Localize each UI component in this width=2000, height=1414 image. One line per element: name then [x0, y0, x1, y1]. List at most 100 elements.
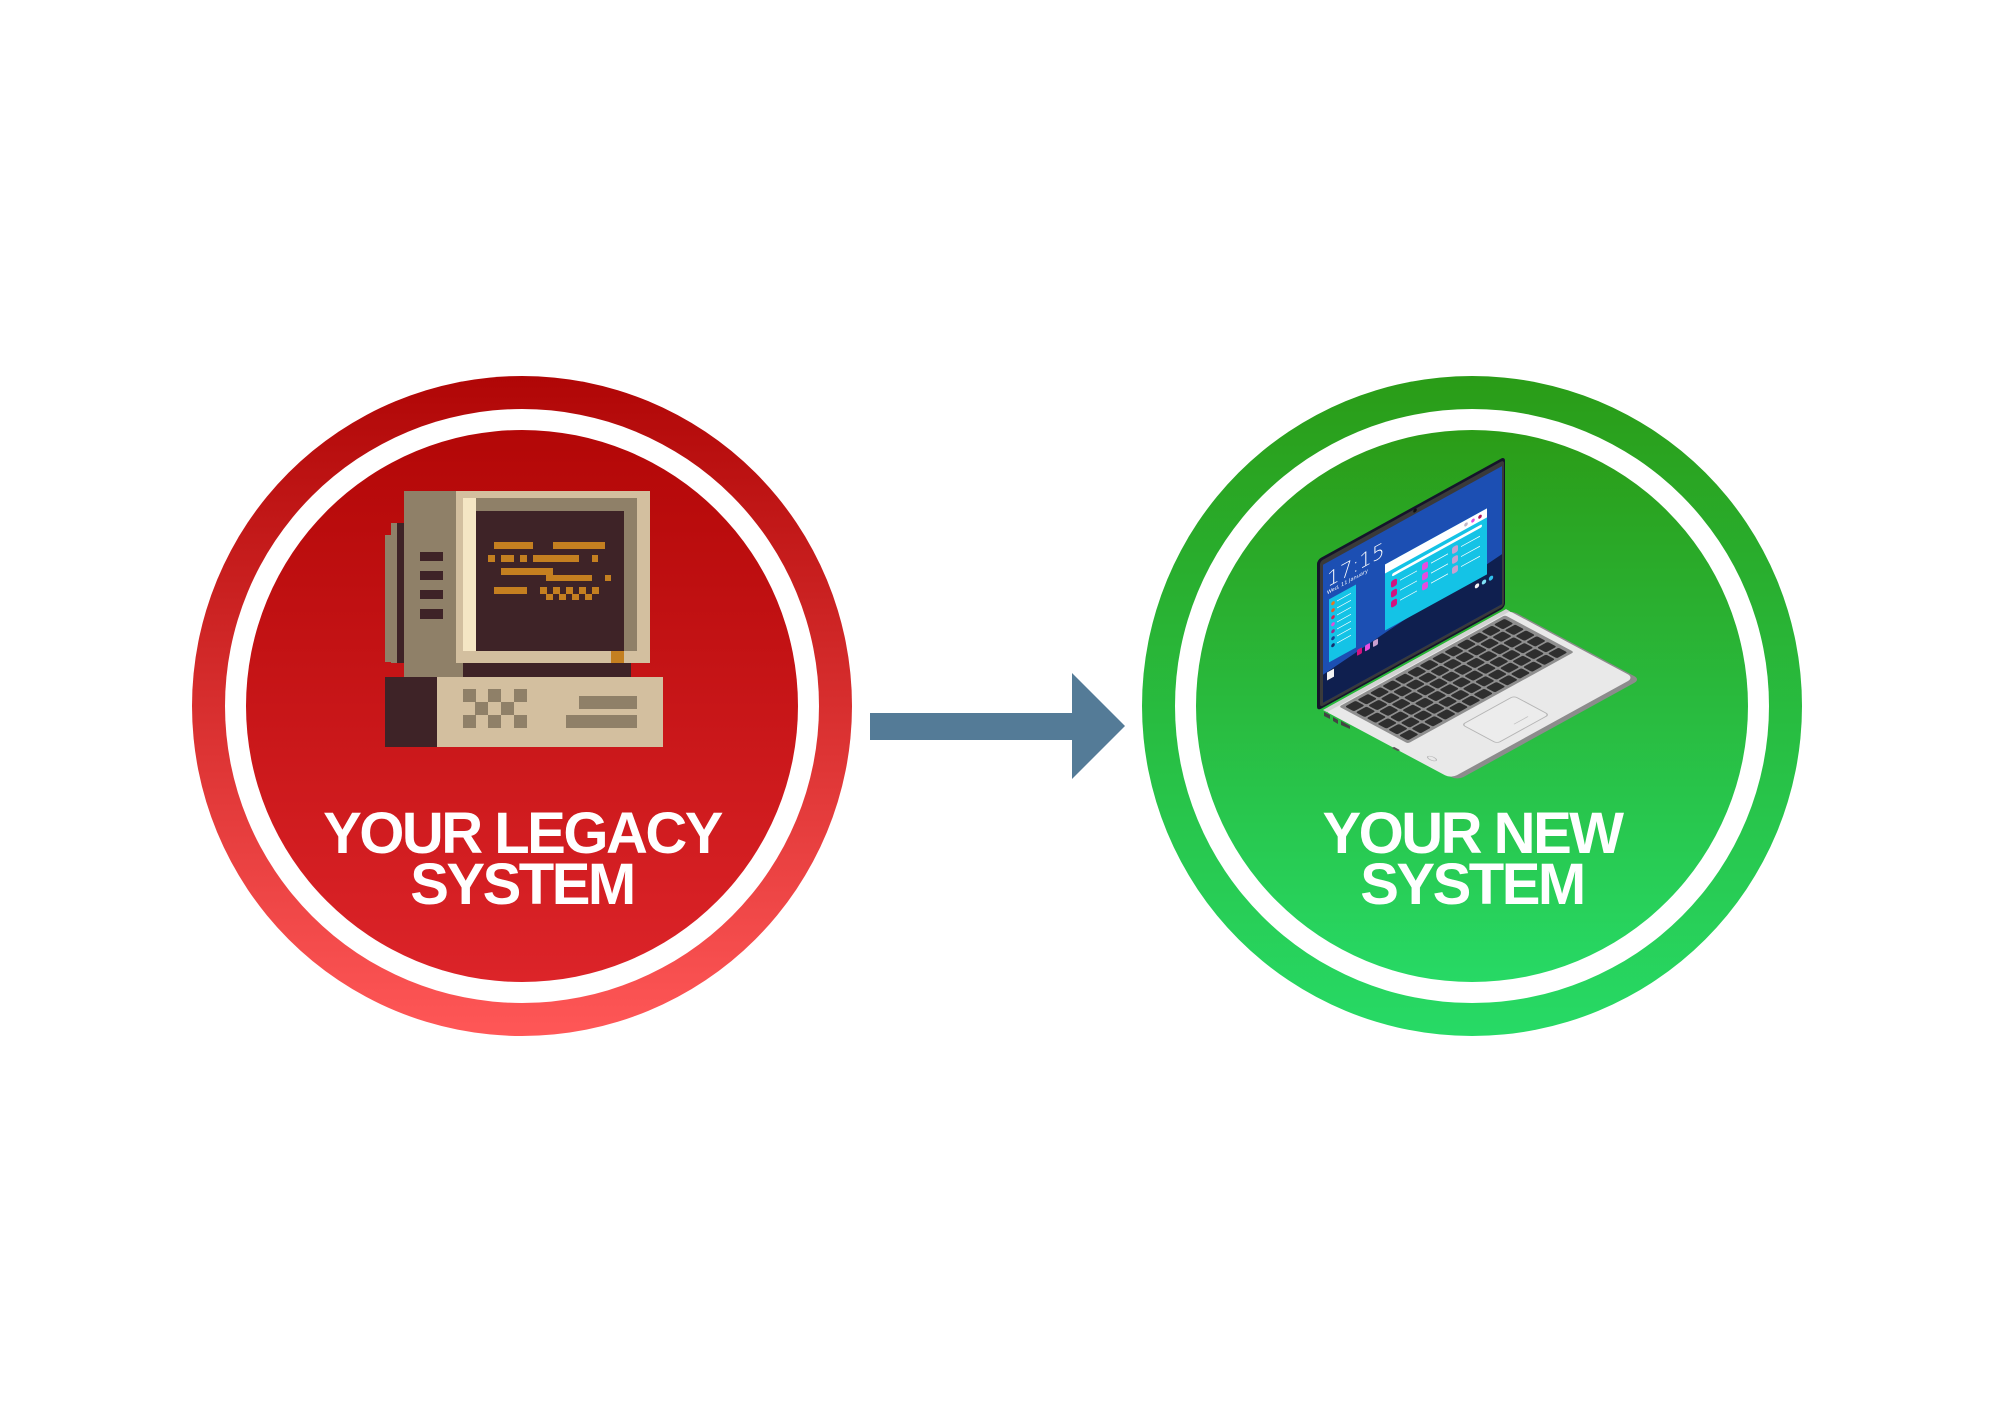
keyboard-key: [1494, 619, 1513, 629]
keyboard-key: [1468, 645, 1487, 656]
keyboard-key: [1393, 686, 1412, 697]
keyboard-key: [1536, 654, 1555, 665]
keyboard-key: [1431, 665, 1449, 676]
keyboard-key: [1511, 668, 1530, 679]
keyboard-key: [1383, 680, 1401, 691]
keyboard-key: [1503, 637, 1522, 648]
modern-laptop-icon: 17:15 Wed, 11 January: [1317, 458, 1637, 779]
terminal-text-glyphs: [488, 542, 611, 600]
keyboard-key: [1513, 655, 1531, 666]
keyboard-key: [1480, 638, 1499, 649]
keyboard-key: [1525, 649, 1544, 659]
keyboard-key: [1466, 658, 1485, 668]
dock-icon-2: [1365, 643, 1370, 652]
legacy-system-label-line1: YOUR LEGACY: [323, 801, 723, 866]
keyboard-key: [1432, 653, 1451, 664]
keyboard-key: [1379, 705, 1398, 716]
new-system-label-line1: YOUR NEW: [1323, 801, 1625, 866]
keyboard-key: [1482, 626, 1501, 636]
keyboard-key: [1399, 730, 1418, 740]
keyboard-key: [1356, 706, 1375, 717]
keyboard-key: [1418, 672, 1437, 683]
keyboard-key: [1463, 683, 1482, 694]
keyboard-key: [1488, 669, 1507, 680]
keyboard-key: [1389, 724, 1407, 735]
arrow-right-icon: [870, 673, 1125, 779]
keyboard-key: [1406, 679, 1425, 690]
keyboard-key: [1345, 701, 1364, 711]
keyboard-key: [1516, 630, 1535, 641]
keyboard-key: [1465, 670, 1483, 681]
keyboard-key: [1548, 648, 1567, 658]
keyboard-key: [1493, 631, 1511, 642]
screen-widget-list: [1329, 584, 1356, 663]
keyboard-key: [1469, 632, 1488, 643]
keyboard-key: [1392, 699, 1411, 709]
keyboard-key: [1451, 690, 1469, 700]
keyboard-key: [1407, 667, 1426, 677]
keyboard-key: [1415, 698, 1434, 708]
keyboard-key: [1474, 689, 1493, 699]
keyboard-key: [1404, 692, 1423, 702]
legacy-system-label-line2: SYSTEM: [410, 852, 634, 917]
keyboard-key: [1441, 671, 1460, 682]
keyboard-key: [1502, 650, 1521, 660]
keyboard-key: [1527, 636, 1545, 647]
keyboard-key: [1452, 677, 1471, 688]
keyboard-key: [1420, 660, 1439, 670]
screen-app-rows: [1391, 535, 1480, 608]
keyboard-key: [1395, 673, 1414, 684]
keyboard-key: [1500, 662, 1519, 673]
dock-icon-3: [1373, 638, 1378, 647]
keyboard-key: [1457, 639, 1476, 650]
legacy-system-node: YOUR LEGACY SYSTEM: [192, 376, 852, 1036]
dock-icon-1: [1357, 647, 1362, 656]
keyboard-key: [1454, 664, 1473, 675]
keyboard-key: [1429, 678, 1448, 689]
laptop-screen: 17:15 Wed, 11 January: [1317, 458, 1505, 710]
keyboard-key: [1381, 693, 1400, 704]
keyboard-key: [1358, 694, 1377, 705]
screen-start-button: [1327, 668, 1334, 681]
keyboard-key: [1413, 710, 1432, 721]
keyboard-key: [1537, 642, 1556, 653]
keyboard-key: [1378, 718, 1397, 729]
new-system-node: 17:15 Wed, 11 January: [1142, 376, 1802, 1036]
keyboard-key: [1412, 723, 1431, 733]
keyboard-key: [1455, 652, 1474, 663]
keyboard-key: [1449, 702, 1468, 713]
keyboard-key: [1445, 646, 1463, 657]
keyboard-key: [1479, 651, 1497, 661]
keyboard-key: [1440, 684, 1459, 695]
keyboard-key: [1403, 704, 1421, 715]
keyboard-key: [1390, 711, 1409, 722]
keyboard-key: [1477, 663, 1496, 674]
keyboard-key: [1417, 685, 1435, 696]
keyboard-key: [1437, 709, 1455, 720]
trackpad: [1463, 696, 1548, 743]
keyboard-key: [1523, 661, 1542, 672]
keyboard: [1340, 615, 1573, 743]
keyboard-key: [1401, 717, 1420, 728]
keyboard-key: [1505, 624, 1524, 635]
keyboard-key: [1426, 703, 1445, 714]
keyboard-key: [1370, 687, 1389, 698]
keyboard-key: [1475, 676, 1494, 687]
keyboard-key: [1514, 643, 1533, 654]
keyboard-key: [1489, 657, 1508, 667]
arrow-shaft: [870, 713, 1074, 740]
keyboard-keys: [1345, 619, 1567, 740]
keyboard-key: [1486, 682, 1505, 692]
keyboard-key: [1427, 691, 1446, 701]
keyboard-key: [1491, 644, 1510, 655]
arrow-head: [1072, 673, 1125, 779]
screen-widget-list-items: [1331, 592, 1351, 648]
keyboard-key: [1461, 695, 1480, 706]
screen-app-window: [1385, 508, 1487, 631]
laptop-ports: [1324, 712, 1350, 729]
keyboard-key: [1438, 696, 1457, 707]
keyboard-key: [1424, 716, 1443, 727]
keyboard-key: [1367, 712, 1386, 723]
new-system-label-line2: SYSTEM: [1360, 852, 1584, 917]
